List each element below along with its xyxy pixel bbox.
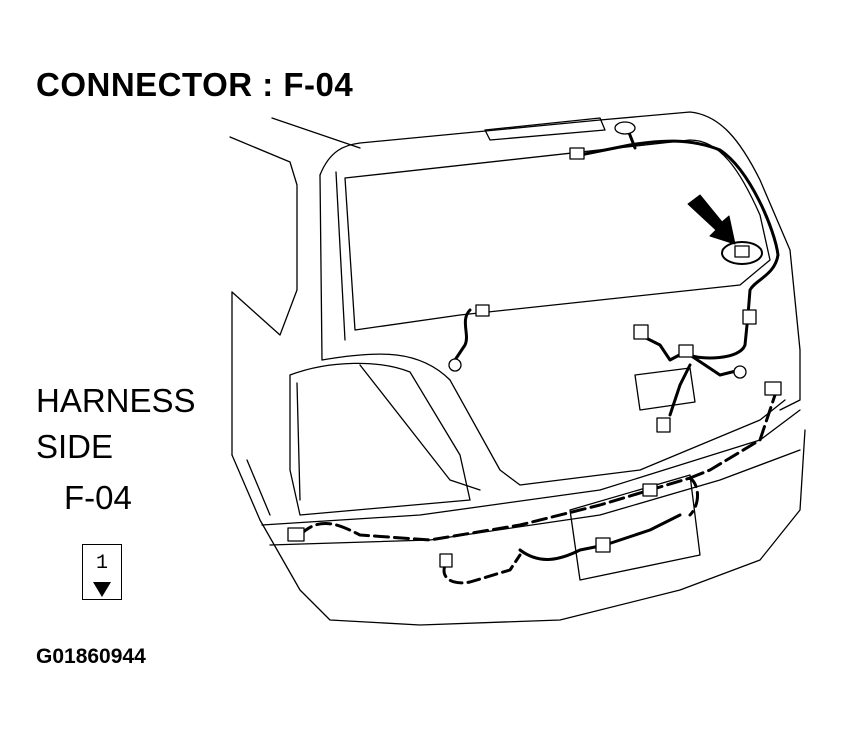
- connector-plug-icon: [439, 553, 453, 568]
- side-label: SIDE: [36, 428, 114, 465]
- connector-plug-icon: [678, 344, 694, 358]
- harness-label: HARNESS: [36, 382, 196, 419]
- connector-plug-icon: [656, 417, 671, 433]
- lock-triangle-icon: [93, 582, 111, 597]
- connector-plug-icon: [733, 365, 747, 379]
- connector-plug-icon: [595, 537, 611, 553]
- vehicle-body-outline: [229, 111, 806, 626]
- arrow-pointer-icon: [687, 194, 736, 245]
- connector-plug-icon: [633, 324, 649, 340]
- connector-plug-icon: [734, 245, 750, 258]
- connector-plug-icon: [569, 147, 585, 160]
- connector-plug-icon: [642, 483, 658, 497]
- wiring-harness: [298, 128, 780, 585]
- connector-plug-icon: [764, 381, 782, 396]
- connector-plug-icon: [475, 304, 490, 317]
- connector-plug-icon: [287, 527, 305, 542]
- connector-pin-face: 1: [82, 544, 122, 600]
- connector-code: F-04: [64, 479, 132, 516]
- figure-id: G01860944: [36, 645, 146, 668]
- pin-number: 1: [95, 552, 108, 575]
- connector-plug-icon: [742, 309, 757, 325]
- diagram-title: CONNECTOR : F-04: [36, 66, 354, 103]
- connector-plug-icon: [448, 358, 462, 372]
- connectors: [287, 121, 782, 568]
- connector-plug-icon: [614, 121, 636, 135]
